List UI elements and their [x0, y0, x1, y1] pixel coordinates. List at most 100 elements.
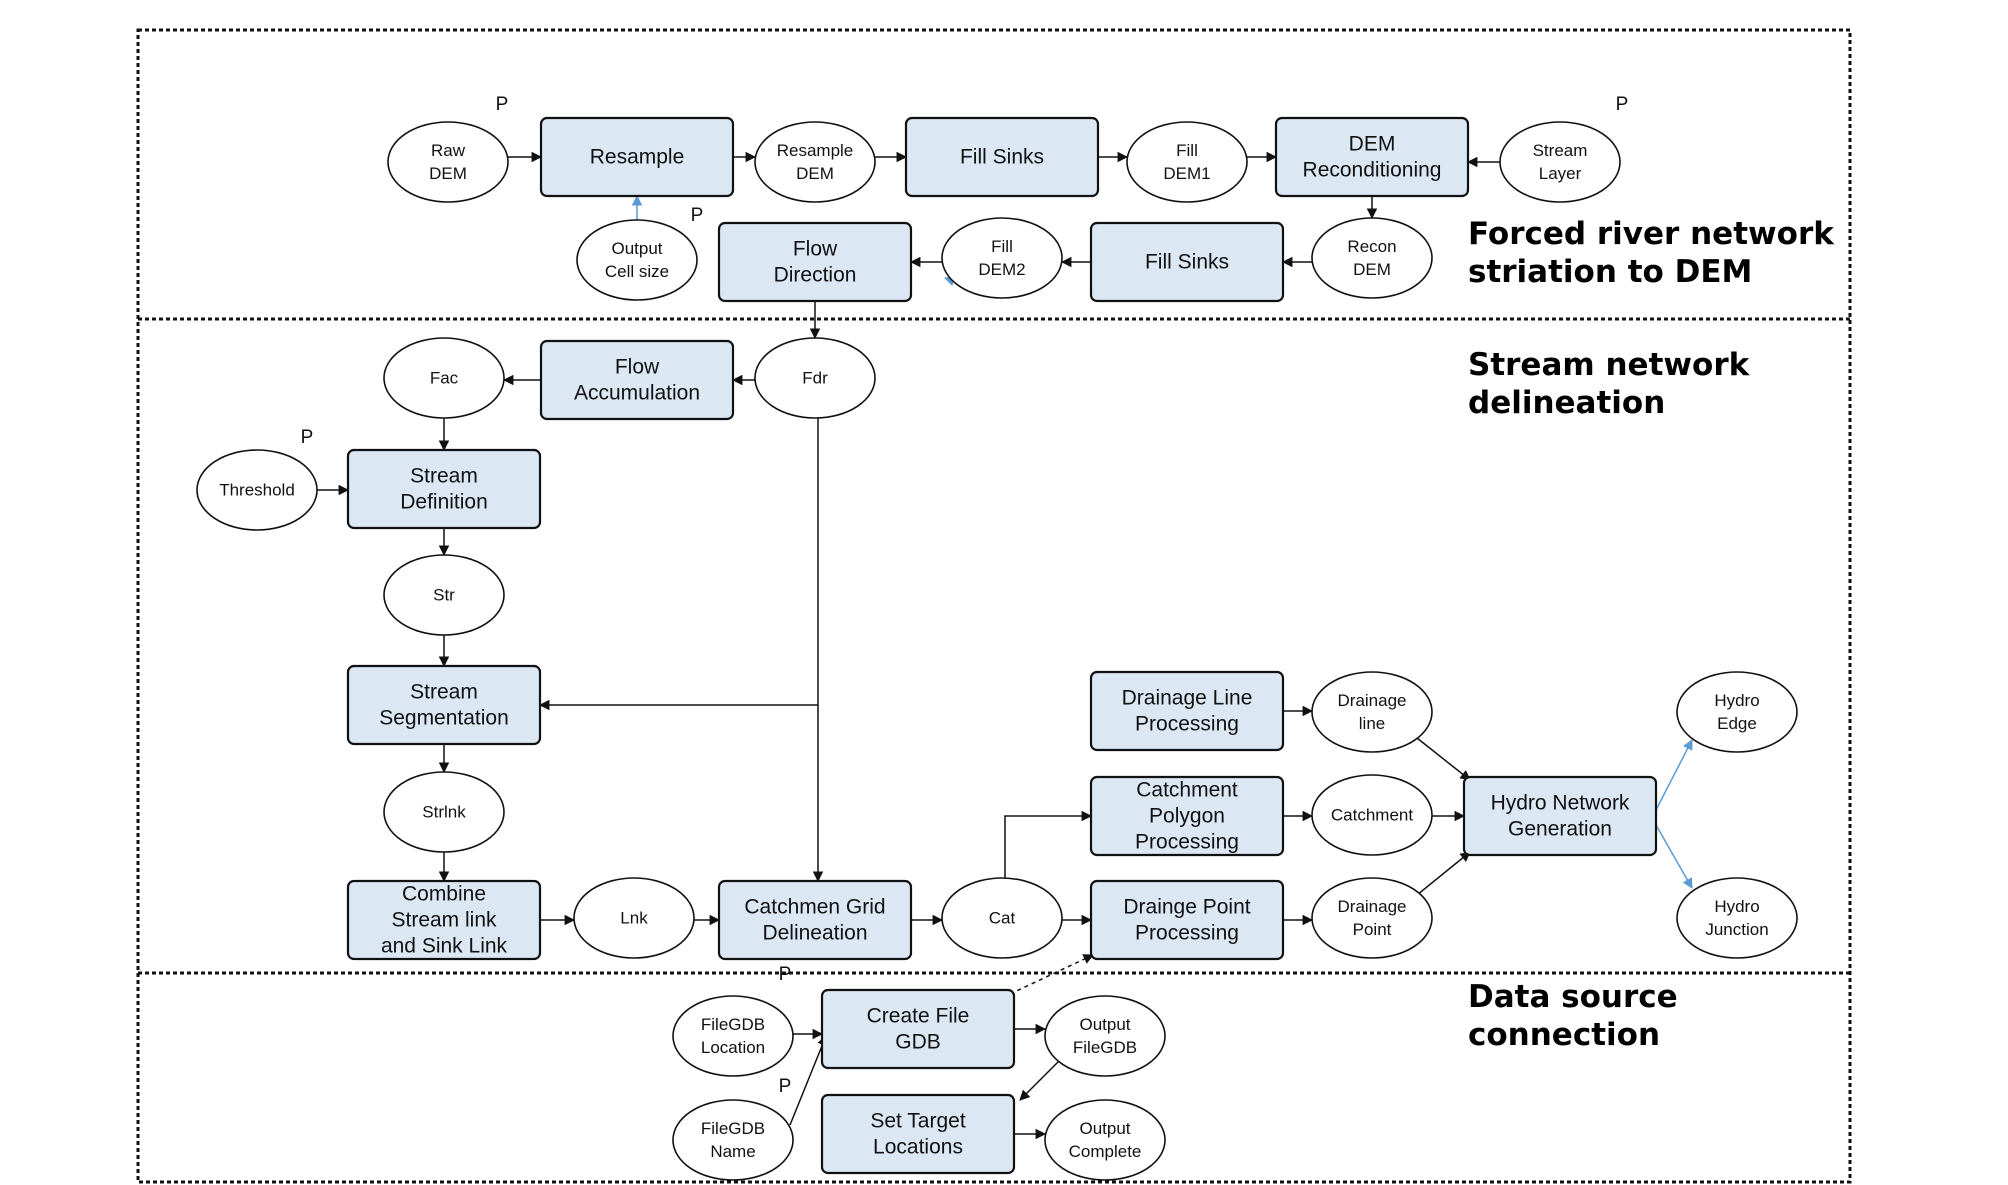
data-ellipse: [672, 995, 794, 1077]
node-label: Threshold: [219, 481, 295, 500]
node-label: Catchmen Grid: [744, 896, 885, 919]
node-fill-sinks-1: Fill Sinks: [904, 116, 1100, 198]
data-ellipse: [754, 337, 876, 419]
node-label: Cat: [989, 909, 1016, 928]
node-label: Stream: [410, 465, 478, 488]
node-label: FileGDB: [1073, 1038, 1137, 1057]
node-label: Segmentation: [379, 707, 509, 730]
data-ellipse: [196, 449, 318, 531]
process-box: [539, 116, 735, 198]
node-label: Fill: [991, 237, 1013, 256]
node-label: DEM2: [978, 260, 1025, 279]
node-label: Processing: [1135, 713, 1239, 736]
node-label: DEM: [1353, 260, 1391, 279]
parameter-marker: P: [1616, 94, 1629, 115]
section-label: Stream network: [1468, 347, 1751, 383]
process-box: [1089, 221, 1285, 303]
node-label: DEM: [429, 164, 467, 183]
data-ellipse: [1499, 121, 1621, 203]
node-label: Edge: [1717, 714, 1757, 733]
node-label: Stream link: [391, 909, 497, 932]
parameter-marker: P: [691, 205, 704, 226]
node-label: Polygon: [1149, 805, 1225, 828]
node-label: Catchment: [1136, 779, 1238, 802]
node-label: DEM: [1349, 133, 1396, 156]
node-label: Fdr: [802, 369, 828, 388]
node-label: Definition: [400, 491, 488, 514]
data-ellipse: [576, 219, 698, 301]
parameter-marker: P: [301, 427, 314, 448]
node-label: Locations: [873, 1136, 963, 1159]
node-label: Accumulation: [574, 382, 700, 405]
node-label: Point: [1353, 920, 1392, 939]
node-str: Str: [383, 554, 505, 636]
data-ellipse: [672, 1099, 794, 1181]
node-label: Drainage: [1338, 691, 1407, 710]
node-lnk: Lnk: [573, 877, 695, 959]
node-label: Complete: [1069, 1142, 1142, 1161]
process-box: [346, 879, 542, 961]
node-label: Hydro: [1714, 691, 1759, 710]
node-label: Catchment: [1331, 806, 1413, 825]
node-label: Cell size: [605, 262, 669, 281]
node-label: Output: [1079, 1015, 1130, 1034]
node-label: Lnk: [620, 909, 648, 928]
parameter-marker: P: [496, 94, 509, 115]
data-ellipse: [1676, 671, 1798, 753]
edge-drainage-line-to-hydro-net: [1416, 737, 1471, 781]
process-box: [820, 988, 1016, 1070]
node-label: Resample: [590, 146, 685, 169]
process-box: [346, 664, 542, 746]
node-fill-sinks-2: Fill Sinks: [1089, 221, 1285, 303]
section-label: Forced river network: [1468, 216, 1835, 252]
node-label: Str: [433, 586, 455, 605]
parameter-marker: P: [779, 964, 792, 985]
edge-cat-to-catch-poly: [1004, 810, 1093, 880]
edge-hydro-net-to-hydro-edge: [1655, 739, 1693, 811]
node-label: Drainage Line: [1122, 687, 1253, 710]
process-box: [717, 221, 913, 303]
process-box: [820, 1093, 1016, 1175]
process-box: [1089, 670, 1285, 752]
node-label: Generation: [1508, 818, 1612, 841]
node-label: Stream: [1533, 141, 1588, 160]
edges-layer: [317, 151, 1693, 1140]
data-ellipse: [1311, 217, 1433, 299]
node-label: Drainge Point: [1123, 896, 1250, 919]
node-label: Combine: [402, 883, 486, 906]
node-label: DEM1: [1163, 164, 1210, 183]
parameter-marker: P: [779, 1076, 792, 1097]
node-label: Fill: [1176, 141, 1198, 160]
node-cat: Cat: [941, 877, 1063, 959]
node-label: Fac: [430, 369, 459, 388]
node-label: Raw: [431, 141, 466, 160]
node-label: Junction: [1705, 920, 1768, 939]
data-ellipse: [1311, 774, 1433, 856]
section-label: striation to DEM: [1468, 254, 1752, 290]
data-ellipse: [383, 337, 505, 419]
node-label: GDB: [895, 1031, 941, 1054]
process-box: [346, 448, 542, 530]
section-label: delineation: [1468, 385, 1665, 421]
node-label: Processing: [1135, 831, 1239, 854]
node-label: and Sink Link: [381, 935, 508, 958]
node-label: DEM: [796, 164, 834, 183]
node-label: FileGDB: [701, 1015, 765, 1034]
data-ellipse: [941, 877, 1063, 959]
node-catchment: Catchment: [1311, 774, 1433, 856]
